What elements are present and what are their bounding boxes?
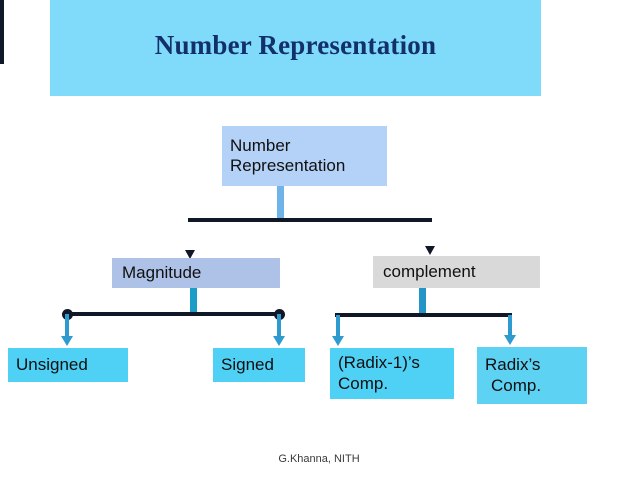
title-banner — [50, 0, 541, 96]
connector-complement-horizontal — [335, 313, 512, 317]
connector-level1-left-drop — [0, 0, 4, 34]
connector-level1-horizontal — [188, 218, 432, 222]
node-root-line2: Representation — [230, 156, 346, 175]
node-root-line1: Number — [230, 135, 291, 155]
node-radix-minus-one-complement[interactable]: (Radix-1)’s Comp. — [330, 348, 454, 399]
connector-to-signed — [277, 314, 281, 338]
connector-level1-right-drop — [0, 34, 4, 64]
connector-to-radix — [508, 315, 512, 337]
arrowhead-to-radix-icon — [504, 335, 516, 345]
node-complement[interactable]: complement — [373, 256, 540, 288]
node-radix-minus-one-line2: Comp. — [338, 373, 389, 393]
node-signed[interactable]: Signed — [213, 348, 305, 382]
arrowhead-to-complement-icon — [425, 246, 435, 255]
node-unsigned[interactable]: Unsigned — [8, 348, 128, 382]
page-title: Number Representation — [154, 30, 437, 60]
connector-to-radix-minus-one — [336, 315, 340, 338]
connector-root-stem — [277, 186, 284, 222]
node-radix-complement[interactable]: Radix’s Comp. — [477, 347, 587, 404]
node-complement-label: complement — [383, 261, 476, 281]
connector-magnitude-horizontal — [66, 312, 279, 316]
arrowhead-to-radix-minus-one-icon — [332, 336, 344, 346]
connector-complement-stem — [419, 288, 426, 315]
node-number-representation[interactable]: Number Representation — [222, 126, 387, 186]
node-radix-line2: Comp. — [491, 375, 542, 395]
arrowhead-to-magnitude-icon — [185, 250, 195, 259]
arrowhead-to-signed-icon — [273, 336, 285, 346]
node-radix-minus-one-line1: (Radix-1)’s — [338, 353, 420, 373]
node-magnitude[interactable]: Magnitude — [112, 258, 280, 288]
node-signed-label: Signed — [221, 354, 274, 374]
node-magnitude-label: Magnitude — [122, 262, 202, 282]
node-unsigned-label: Unsigned — [16, 354, 88, 374]
slide-footer: G.Khanna, NITH — [278, 453, 360, 465]
arrowhead-to-unsigned-icon — [61, 336, 73, 346]
connector-to-unsigned — [65, 314, 69, 338]
node-radix-line1: Radix’s — [485, 355, 541, 375]
connector-magnitude-stem — [190, 288, 197, 315]
